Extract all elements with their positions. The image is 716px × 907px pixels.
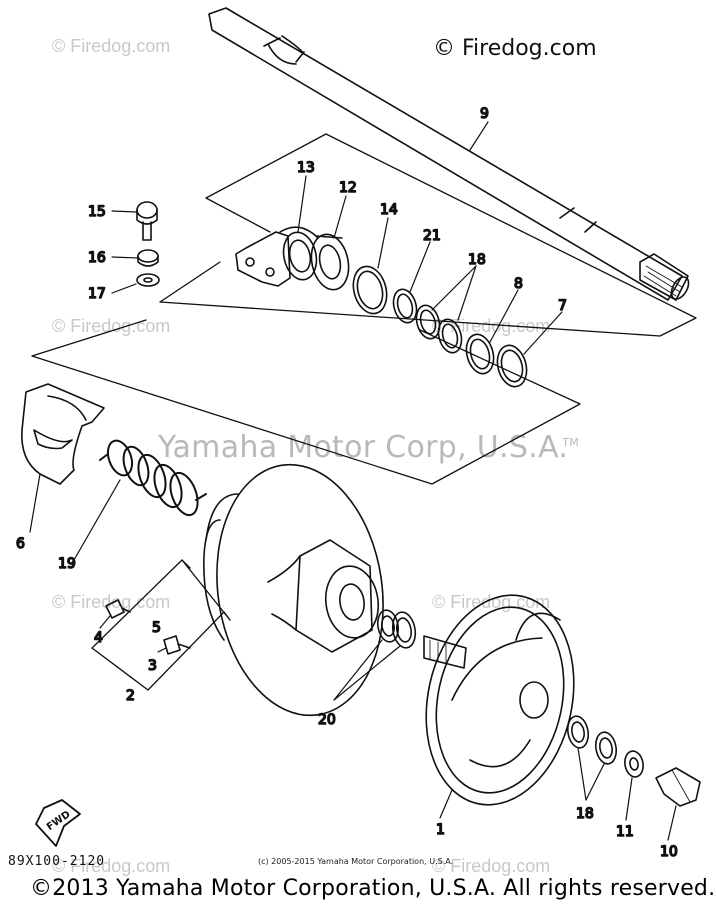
sliding-sheave [203, 463, 384, 717]
callout-19: 19 [58, 556, 76, 572]
callout-6: 6 [16, 536, 25, 552]
shaft-part-9 [208, 7, 690, 301]
ring-part-21 [392, 288, 418, 324]
watermark-tm: TM [562, 436, 580, 449]
watermark-firedog: © Firedog.com [52, 856, 171, 876]
nut-part-16 [137, 249, 159, 267]
watermark-firedog: © Firedog.com [432, 316, 551, 336]
washer-part-18-upper [415, 304, 463, 354]
ring-part-7 [496, 344, 528, 388]
washer-part-18-lower [566, 715, 618, 765]
bushing-part-20 [376, 609, 417, 649]
callout-14: 14 [380, 202, 398, 218]
small-bolt-part-3 [163, 635, 191, 655]
bearing-part-12 [310, 233, 350, 291]
washer-part-17 [136, 273, 160, 287]
bolt-part-15 [136, 201, 158, 241]
callout-8: 8 [514, 276, 523, 292]
fwd-arrow-icon: FWD [35, 799, 81, 847]
callout-17: 17 [88, 286, 106, 302]
callout-3: 3 [148, 658, 157, 674]
callout-2: 2 [126, 688, 135, 704]
callout-13: 13 [297, 160, 315, 176]
callout-15: 15 [88, 204, 106, 220]
diagram-code: 89X100-2120 [8, 854, 106, 869]
footer-copyright: ©2013 Yamaha Motor Corporation, U.S.A. A… [30, 876, 716, 901]
callout-20: 20 [318, 712, 336, 728]
watermark-firedog: © Firedog.com [52, 592, 171, 612]
watermark-firedog: © Firedog.com [432, 592, 551, 612]
watermark-firedog: © Firedog.com [52, 36, 171, 56]
callout-4: 4 [94, 630, 103, 646]
callout-21: 21 [423, 228, 441, 244]
callout-5: 5 [152, 620, 161, 636]
callout-18-lower: 18 [576, 806, 594, 822]
callout-1: 1 [436, 822, 445, 838]
bolt-part-10 [655, 767, 701, 807]
small-copyright: (c) 2005-2015 Yamaha Motor Corporation, … [258, 857, 454, 866]
callout-18-upper: 18 [468, 252, 486, 268]
callout-10: 10 [660, 844, 678, 860]
fwd-label: FWD [45, 809, 73, 833]
callout-9: 9 [480, 106, 489, 122]
circlip-part-8 [465, 333, 495, 375]
callout-7: 7 [558, 298, 567, 314]
callout-16: 16 [88, 250, 106, 266]
cam-part-6 [21, 383, 105, 485]
bearing-housing-part-13 [235, 226, 319, 287]
callout-lines [29, 121, 677, 841]
washer-part-11 [624, 750, 644, 778]
spring-part-19 [99, 439, 207, 517]
small-bolt-part-4 [105, 599, 131, 619]
callout-11: 11 [616, 824, 634, 840]
callout-12: 12 [339, 180, 357, 196]
fixed-sheave-part-1 [423, 594, 575, 806]
watermark-firedog: © Firedog.com [432, 856, 551, 876]
circlip-part-14 [352, 265, 388, 315]
firedog-brand-mark: © Firedog.com [433, 36, 597, 61]
